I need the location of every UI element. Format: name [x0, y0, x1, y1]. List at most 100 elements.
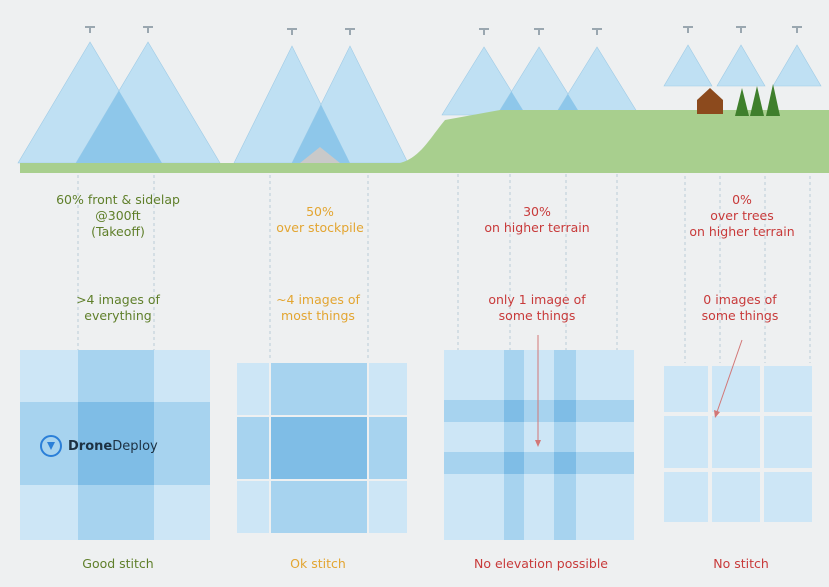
image-tile [271, 417, 367, 479]
arrow-line [716, 339, 743, 413]
drone-icon [345, 28, 355, 30]
drone-icon [479, 28, 489, 30]
images-label-4: 0 images of some things [702, 292, 779, 324]
drone-icon [287, 28, 297, 30]
image-tile [78, 350, 154, 402]
image-tile [154, 485, 210, 540]
image-tile [237, 363, 269, 415]
overlap-line: @300ft [95, 208, 141, 223]
image-tile [606, 350, 634, 400]
overlap-line: (Takeoff) [91, 224, 145, 239]
image-tile [664, 416, 708, 468]
cone-overlap [497, 91, 526, 115]
image-tile [154, 350, 210, 402]
image-tile [237, 481, 269, 533]
drone-icon [796, 28, 798, 33]
images-line: some things [701, 308, 779, 323]
stockpile [300, 147, 340, 163]
drone-icon [483, 30, 485, 35]
image-tile [369, 363, 407, 415]
tree-icon [735, 88, 749, 116]
overlap-label-1: 60% front & sidelap @300ft (Takeoff) [56, 192, 180, 240]
dronedeploy-logo-icon [40, 435, 62, 457]
image-tile [369, 417, 407, 479]
drone-icon [683, 26, 693, 28]
image-tile [764, 472, 812, 522]
drone-icon [592, 28, 602, 30]
drone-icon [538, 30, 540, 35]
overlap-line: 50% [306, 204, 334, 219]
image-tile [524, 474, 554, 540]
overlap-label-3: 30% on higher terrain [484, 204, 589, 236]
image-tile [504, 474, 524, 540]
cone-overlap [555, 93, 581, 115]
image-tile [444, 452, 504, 474]
tree-icon [750, 86, 764, 116]
overlap-line: over stockpile [276, 220, 364, 235]
logo-prefix: Drone [68, 438, 113, 454]
image-tile [664, 472, 708, 522]
images-line: ~4 images of [276, 292, 360, 307]
drone-icon [291, 30, 293, 35]
images-line: most things [281, 308, 355, 323]
cone-overlap [292, 104, 350, 163]
image-tile [554, 400, 576, 422]
image-tile [554, 474, 576, 540]
result-label-4: No stitch [713, 556, 769, 571]
overlap-line: over trees [710, 208, 774, 223]
tree-icon [766, 84, 780, 116]
image-tile [606, 452, 634, 474]
image-tile [606, 474, 634, 540]
image-tile [20, 485, 78, 540]
drone-markers [85, 26, 802, 35]
overlap-line: 60% front & sidelap [56, 192, 180, 207]
image-tile [576, 474, 606, 540]
logo-wordmark: DroneDeploy [68, 439, 158, 454]
image-tile [712, 472, 760, 522]
image-tile [504, 452, 524, 474]
drone-icon [89, 28, 91, 33]
image-tile [606, 422, 634, 452]
image-tile [444, 400, 504, 422]
result-label-2: Ok stitch [290, 556, 346, 571]
drone-icon [534, 28, 544, 30]
drone-icon [740, 28, 742, 33]
images-line: everything [84, 308, 152, 323]
image-tile [20, 350, 78, 402]
images-label-3: only 1 image of some things [488, 292, 585, 324]
image-tile [504, 350, 524, 400]
drone-icon [596, 30, 598, 35]
image-tile [576, 452, 606, 474]
camera-cone [716, 44, 766, 87]
drone-icon [792, 26, 802, 28]
drone-icon [147, 28, 149, 33]
image-tile [271, 481, 367, 533]
image-tile [444, 422, 504, 452]
drone-icon [349, 30, 351, 35]
image-tile [606, 400, 634, 422]
camera-cone [663, 44, 713, 87]
images-line: only 1 image of [488, 292, 586, 307]
image-tile [524, 400, 554, 422]
cone-overlap [76, 90, 162, 163]
images-line: >4 images of [76, 292, 160, 307]
overlap-line: 0% [732, 192, 752, 207]
camera-cone [772, 44, 822, 87]
house-icon [697, 88, 723, 114]
images-line: some things [498, 308, 576, 323]
images-label-2: ~4 images of most things [276, 292, 360, 324]
image-tile [764, 416, 812, 468]
image-tile [524, 452, 554, 474]
image-tile [444, 350, 504, 400]
overlap-label-4: 0% over trees on higher terrain [689, 192, 794, 240]
overlap-line: on higher terrain [689, 224, 795, 239]
image-tile [576, 400, 606, 422]
image-tile [237, 417, 269, 479]
image-tile [154, 402, 210, 485]
image-tile [554, 350, 576, 400]
images-label-1: >4 images of everything [76, 292, 160, 324]
image-tile-grids [20, 350, 812, 540]
drone-icon [143, 26, 153, 28]
image-tile [764, 366, 812, 412]
